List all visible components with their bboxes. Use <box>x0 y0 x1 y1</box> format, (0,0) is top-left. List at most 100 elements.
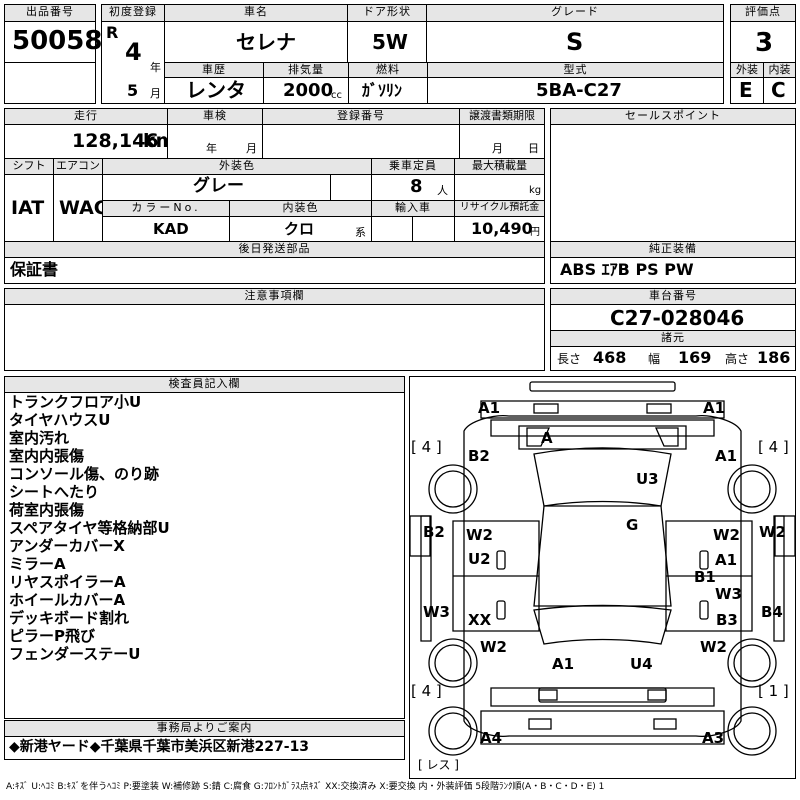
door-type: 5W <box>372 30 408 54</box>
lot-number-label: 出品番号 <box>4 4 96 22</box>
damage-mark: U3 <box>636 470 659 488</box>
fuel-cell <box>348 77 428 104</box>
recycle-fee-cell <box>454 216 545 242</box>
lot-number-extra-cell <box>4 62 96 104</box>
mileage: 128,146 <box>72 130 159 152</box>
damage-mark: U4 <box>630 655 653 673</box>
office-info: ◆新港ヤード◆千葉県千葉市美浜区新港227-13 <box>9 739 310 755</box>
color-number: KAD <box>153 220 189 238</box>
inspector-note: アンダーカバーX <box>9 537 125 555</box>
sales-point-label: セールスポイント <box>550 108 796 125</box>
length-label: 長さ <box>557 352 582 366</box>
tire-tread-mark: [ 1 ] <box>758 682 789 700</box>
capacity-unit: 人 <box>437 184 448 197</box>
fuel: ｶﾞｿﾘﾝ <box>362 81 403 100</box>
damage-mark: B2 <box>468 447 490 465</box>
damage-mark: B3 <box>716 611 738 629</box>
import-cell-b <box>412 216 455 242</box>
damage-mark: W3 <box>423 603 450 621</box>
damage-mark: W2 <box>700 638 727 656</box>
inspector-note: デッキボード割れ <box>9 609 130 627</box>
inspector-note: スペアタイヤ等格納部U <box>9 519 170 537</box>
damage-mark: A1 <box>552 655 575 673</box>
interior-grade: C <box>771 78 786 102</box>
body-color-extra-cell <box>330 174 372 201</box>
model-code-cell <box>427 77 724 104</box>
interior-color: クロ <box>284 220 315 238</box>
transfer-deadline-cell <box>459 124 545 159</box>
inspector-note: タイヤハウスU <box>9 411 111 429</box>
score: 3 <box>755 28 774 58</box>
door-type-label: ドア形状 <box>347 4 427 22</box>
equipment-label: 純正装備 <box>550 241 796 258</box>
damage-mark: A1 <box>703 399 726 417</box>
tire-tread-mark: [ 4 ] <box>411 438 442 456</box>
transfer-month-unit: 月 <box>492 142 503 155</box>
notes-label: 注意事項欄 <box>4 288 545 305</box>
damage-mark: B1 <box>694 568 716 586</box>
registration-number-label: 登録番号 <box>262 108 460 125</box>
body-color-label: 外装色 <box>102 158 372 175</box>
shift-label: シフト <box>4 158 54 175</box>
later-parts-cell <box>4 257 545 284</box>
damage-mark: U2 <box>468 550 491 568</box>
mileage-cell <box>4 124 168 159</box>
spare-tire-mark: [ レス ] <box>418 758 459 772</box>
month-unit: 月 <box>150 87 161 100</box>
body-color: グレー <box>193 176 244 196</box>
displacement: 2000 <box>283 80 334 101</box>
lot-number: 50058 <box>12 26 103 56</box>
mileage-label: 走行 <box>4 108 168 125</box>
interior-color-unit: 系 <box>355 226 366 239</box>
transfer-deadline-label: 譲渡書類期限 <box>459 108 545 125</box>
car-diagram <box>409 381 796 756</box>
aircon-cell <box>53 174 103 242</box>
damage-mark: A3 <box>702 729 725 747</box>
tire-tread-mark: [ 4 ] <box>411 682 442 700</box>
exterior-grade: E <box>739 78 753 102</box>
notes-cell <box>4 304 545 371</box>
score-label: 評価点 <box>730 4 796 22</box>
office-info-cell <box>4 736 405 760</box>
width-value: 169 <box>678 348 712 367</box>
damage-mark: A1 <box>715 551 738 569</box>
dimensions-cell <box>550 346 796 371</box>
damage-mark: A1 <box>478 399 501 417</box>
interior-grade-cell <box>763 77 796 104</box>
width-label: 幅 <box>648 352 661 366</box>
first-registration-label: 初度登録 <box>101 4 165 22</box>
damage-mark: A1 <box>715 447 738 465</box>
recycle-fee: 10,490 <box>471 219 533 238</box>
exterior-grade-label: 外装 <box>730 62 764 78</box>
tire-tread-mark: [ 4 ] <box>758 438 789 456</box>
inspector-notes-label: 検査員記入欄 <box>4 376 405 393</box>
inspector-note: リヤスポイラーA <box>9 573 126 591</box>
grade: S <box>566 28 584 56</box>
damage-mark: A <box>541 429 553 447</box>
registration-month: 5 <box>127 81 139 100</box>
inspector-note: 荷室内張傷 <box>9 501 85 519</box>
inspector-note: コンソール傷、のり跡 <box>9 465 160 483</box>
chassis-number: C27-028046 <box>610 306 745 330</box>
registration-number-cell <box>262 124 460 159</box>
inspector-note: シートへたり <box>9 483 100 501</box>
equipment: ABS ｴｱB PS PW <box>560 260 694 279</box>
max-load-cell <box>454 174 545 201</box>
damage-mark: A4 <box>480 729 503 747</box>
interior-color-label: 内装色 <box>229 200 372 217</box>
transfer-day-unit: 日 <box>528 142 539 155</box>
equipment-cell <box>550 257 796 284</box>
recycle-fee-unit: 円 <box>530 227 540 238</box>
inspector-note: フェンダーステーU <box>9 645 141 663</box>
dimensions-label: 諸元 <box>550 330 796 347</box>
car-name: セレナ <box>236 30 296 54</box>
chassis-cell <box>550 304 796 331</box>
legend-text: A:ｷｽﾞ U:ﾍｺﾐ B:ｷｽﾞを伴うﾍｺﾐ P:要塗装 W:補修跡 S:錆 … <box>6 782 605 792</box>
color-number-label: カラーNo. <box>102 200 230 217</box>
height-label: 高さ <box>725 352 750 366</box>
later-parts: 保証書 <box>10 260 59 279</box>
year-unit: 年 <box>150 61 161 74</box>
inspector-notes-box <box>4 392 405 719</box>
inspection-label: 車検 <box>167 108 263 125</box>
recycle-fee-label: リサイクル預託金 <box>454 200 545 217</box>
